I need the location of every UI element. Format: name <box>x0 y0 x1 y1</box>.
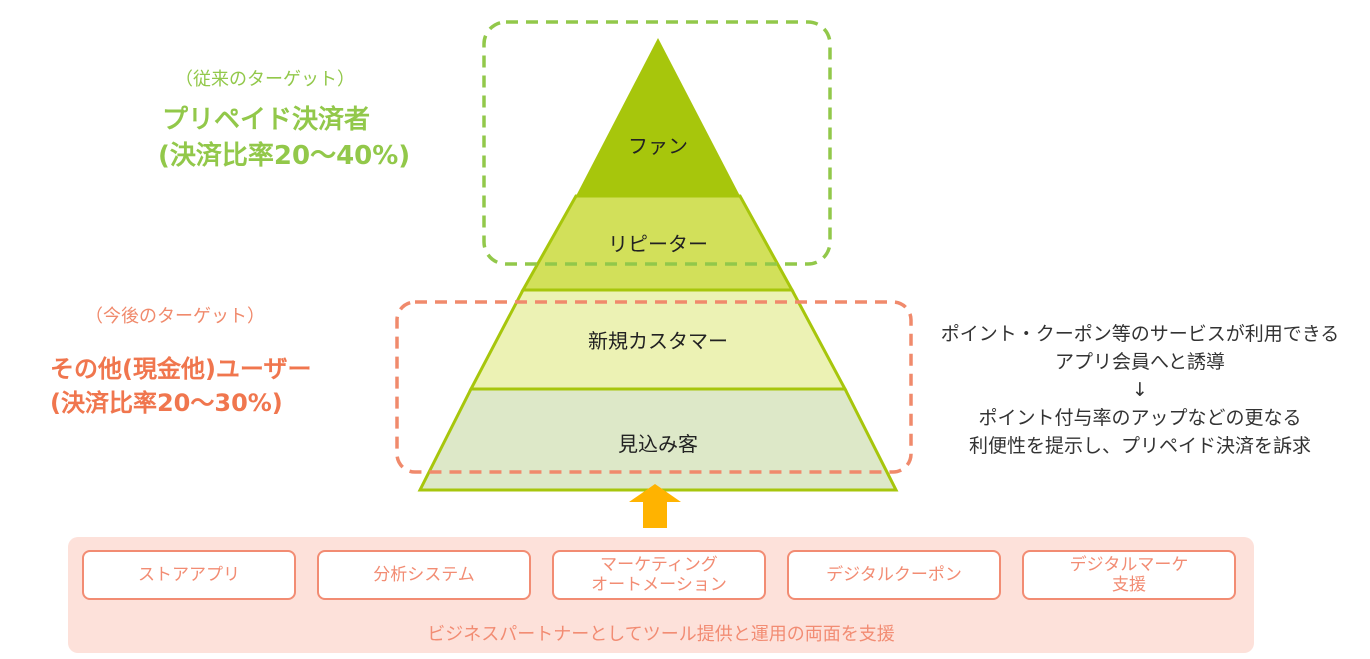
strategy-line4: 利便性を提示し、プリペイド決済を訴求 <box>968 435 1311 457</box>
tool-digital-marketing-support-line1: デジタルマーケ <box>1069 555 1189 575</box>
tier-label-repeater: リピーター <box>608 232 708 256</box>
strategy-description: ポイント・クーポン等のサービスが利用できる アプリ会員へと誘導 ↓ ポイント付与… <box>910 320 1370 460</box>
down-arrow-icon: ↓ <box>1132 379 1148 401</box>
pyramid-tier-fan <box>576 38 740 196</box>
current-target-title: プリペイド決済者 (決済比率20～40%) <box>130 102 490 174</box>
current-target-title-line1: プリペイド決済者 <box>162 105 371 135</box>
future-target-sub-label: （今後のターゲット） <box>85 306 265 327</box>
tool-marketing-automation-line2: オートメーション <box>591 575 727 595</box>
tool-marketing-automation-line1: マーケティング <box>600 555 718 575</box>
tool-store-app: ストアアプリ <box>82 550 296 600</box>
future-target-title: その他(現金他)ユーザー (決済比率20～30%) <box>50 352 380 420</box>
tool-analytics-system-label: 分析システム <box>373 565 475 585</box>
support-caption: ビジネスパートナーとしてツール提供と運用の両面を支援 <box>427 624 895 645</box>
tool-digital-marketing-support: デジタルマーケ 支援 <box>1022 550 1236 600</box>
current-target-frame <box>482 20 832 266</box>
tool-digital-coupon: デジタルクーポン <box>787 550 1001 600</box>
strategy-line3: ポイント付与率のアップなどの更なる <box>978 407 1302 429</box>
tier-label-prospect: 見込み客 <box>618 432 698 456</box>
tier-label-new-customer: 新規カスタマー <box>588 329 728 353</box>
future-target-title-line1: その他(現金他)ユーザー <box>50 355 312 383</box>
tool-digital-marketing-support-line2: 支援 <box>1111 575 1146 595</box>
strategy-line2: アプリ会員へと誘導 <box>1054 351 1226 373</box>
tool-digital-coupon-label: デジタルクーポン <box>826 565 962 585</box>
tool-analytics-system: 分析システム <box>317 550 531 600</box>
tool-store-app-label: ストアアプリ <box>138 565 240 585</box>
tool-marketing-automation: マーケティング オートメーション <box>552 550 766 600</box>
tier-label-fan: ファン <box>628 134 688 158</box>
pyramid-tier-prospect <box>417 387 899 492</box>
strategy-line1: ポイント・クーポン等のサービスが利用できる <box>940 323 1340 345</box>
up-arrow-icon <box>629 484 681 528</box>
future-target-frame <box>395 300 913 474</box>
current-target-sub-label: （従来のターゲット） <box>175 69 355 90</box>
current-target-title-line2: (決済比率20～40%) <box>158 141 411 171</box>
future-target-title-line2: (決済比率20～30%) <box>50 389 283 417</box>
